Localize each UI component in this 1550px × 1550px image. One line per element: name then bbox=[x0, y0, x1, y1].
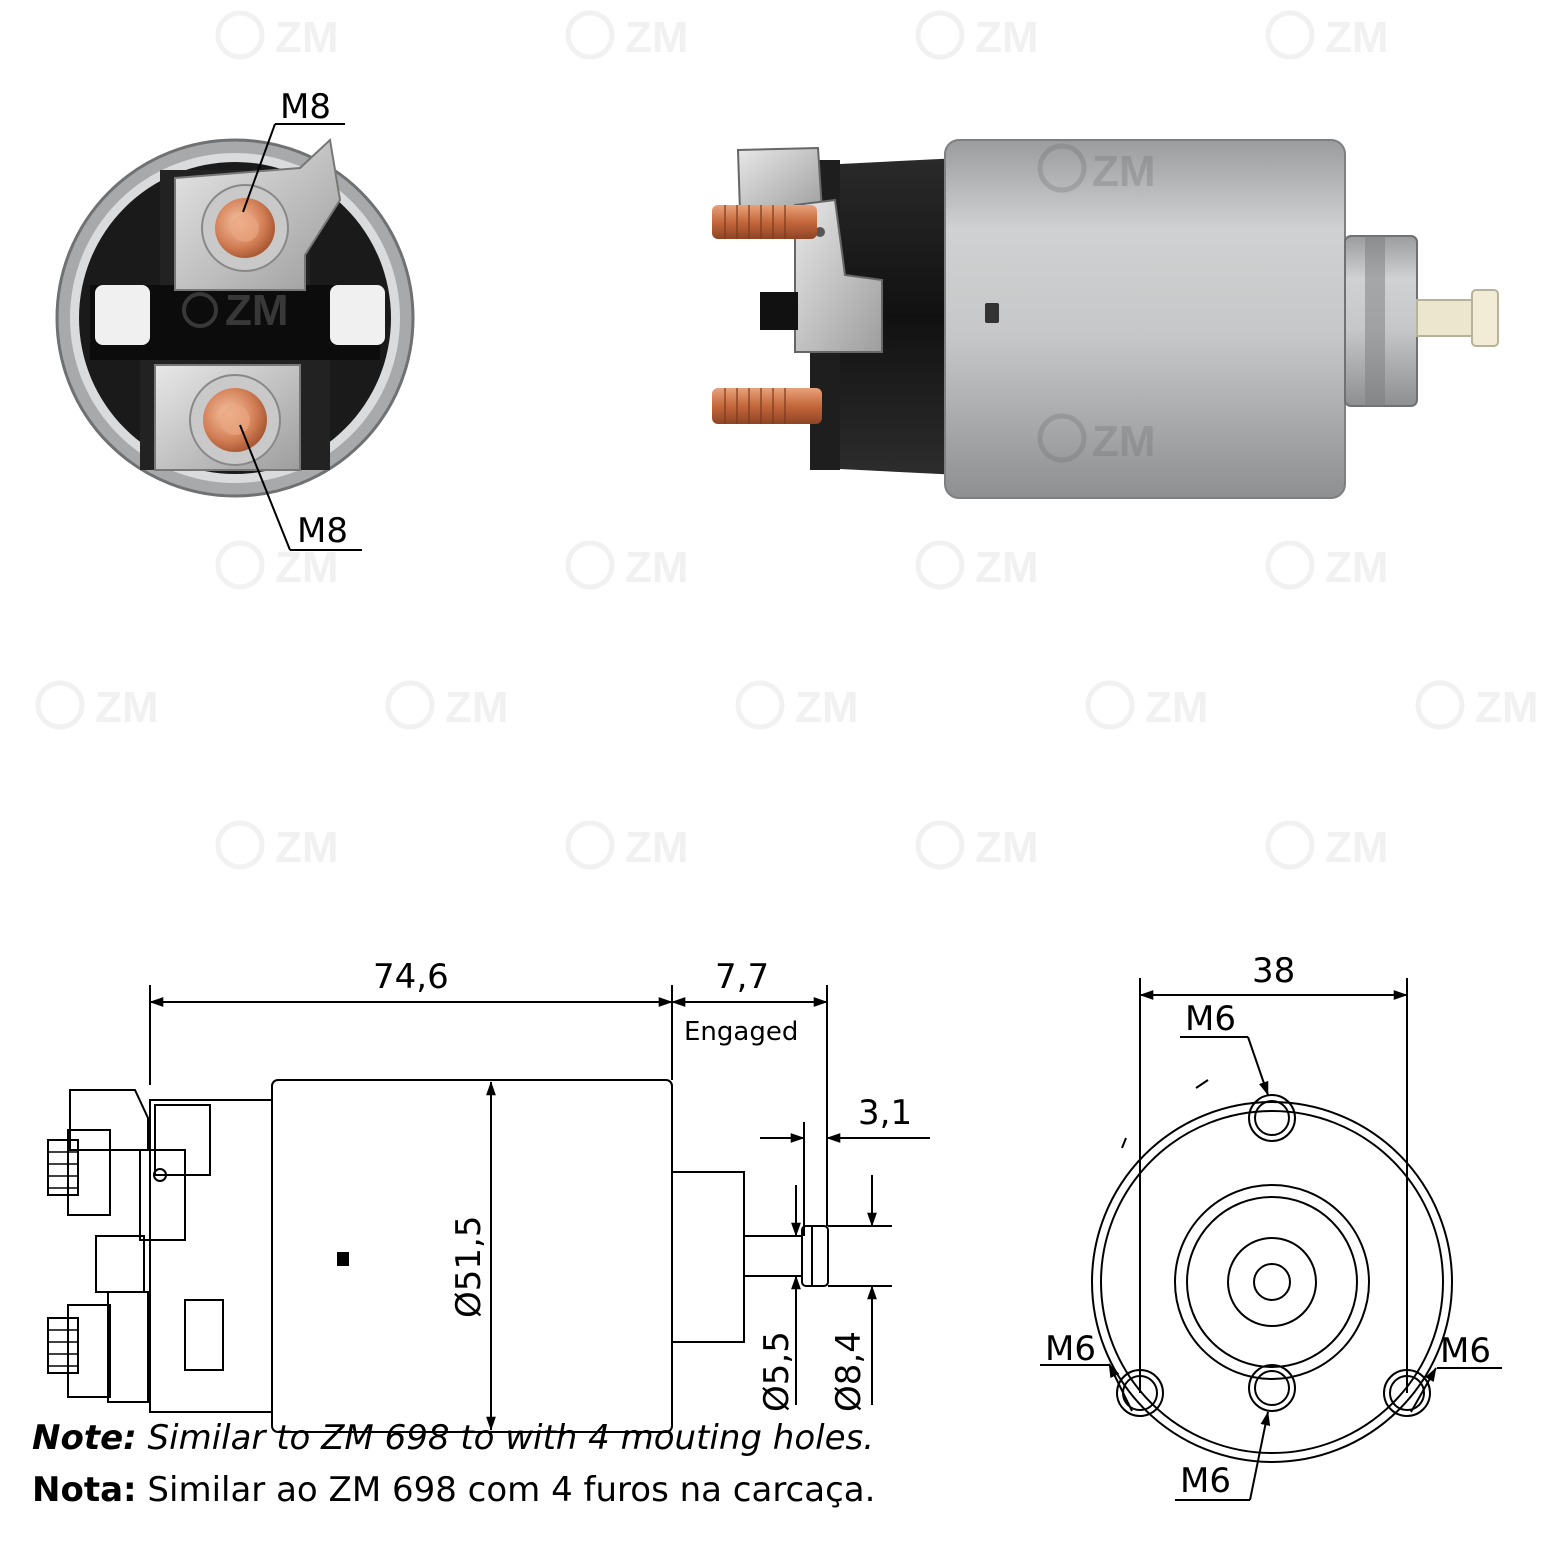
svg-text:ZM: ZM bbox=[275, 543, 339, 592]
svg-text:ZM: ZM bbox=[1325, 13, 1389, 62]
plunger-step-label: 3,1 bbox=[858, 1093, 912, 1133]
note-english: Note: Similar to ZM 698 to with 4 moutin… bbox=[32, 1418, 874, 1458]
svg-text:ZM: ZM bbox=[275, 823, 339, 872]
svg-text:ZM: ZM bbox=[225, 286, 289, 335]
watermark-logo: ZM bbox=[915, 820, 1039, 872]
front-top-terminal-callout: M8 bbox=[242, 87, 345, 213]
drawing-plunger-pin bbox=[743, 1235, 803, 1277]
end-hub bbox=[1227, 1237, 1317, 1327]
watermark-logo: ZM bbox=[215, 10, 339, 62]
bottom-terminal bbox=[154, 364, 301, 471]
drawing-plunger-tip bbox=[801, 1225, 829, 1287]
svg-text:ZM: ZM bbox=[1475, 683, 1539, 732]
dimension-travel: 7,7 Engaged bbox=[671, 957, 828, 1226]
front-view-photo: ZM bbox=[55, 137, 415, 498]
note-english-prefix: Note: bbox=[32, 1418, 137, 1458]
hole-label-left: M6 bbox=[1045, 1329, 1096, 1369]
end-outer-rim bbox=[1100, 1110, 1444, 1454]
svg-text:ZM: ZM bbox=[1092, 147, 1156, 196]
svg-text:ZM: ZM bbox=[1325, 823, 1389, 872]
pin-diameter-label: Ø5,5 bbox=[757, 1331, 797, 1412]
svg-text:ZM: ZM bbox=[625, 543, 689, 592]
dimension-length: 74,6 bbox=[149, 957, 673, 1085]
watermark-logo: ZM bbox=[915, 10, 1039, 62]
watermark-logo: ZM bbox=[1265, 820, 1389, 872]
front-top-terminal-label: M8 bbox=[280, 87, 331, 127]
svg-text:ZM: ZM bbox=[975, 823, 1039, 872]
watermark-logo: ZM bbox=[1265, 540, 1389, 592]
hole-label-right: M6 bbox=[1440, 1331, 1491, 1371]
front-bottom-terminal-callout: M8 bbox=[239, 424, 362, 551]
mounting-hole-bottom bbox=[1248, 1364, 1296, 1412]
hole-callout-left: M6 bbox=[1040, 1329, 1133, 1412]
hole-spacing-label: 38 bbox=[1252, 951, 1295, 991]
watermark-logo: ZM bbox=[735, 680, 859, 732]
note-portuguese-text: Similar ao ZM 698 com 4 furos na carcaça… bbox=[136, 1470, 876, 1510]
front-bottom-terminal-label: M8 bbox=[297, 511, 348, 551]
note-portuguese-prefix: Nota: bbox=[32, 1470, 137, 1510]
dimension-tip-diameter: Ø8,4 bbox=[828, 1175, 892, 1412]
end-boss-outer bbox=[1174, 1184, 1370, 1380]
watermark-logo: ZM bbox=[1415, 680, 1539, 732]
dimension-hole-spacing: 38 bbox=[1139, 951, 1408, 1393]
svg-text:ZM: ZM bbox=[275, 13, 339, 62]
svg-text:ZM: ZM bbox=[1325, 543, 1389, 592]
svg-text:ZM: ZM bbox=[625, 823, 689, 872]
watermark-logo: ZM bbox=[915, 540, 1039, 592]
svg-text:ZM: ZM bbox=[1092, 417, 1156, 466]
body-diameter-label: Ø51,5 bbox=[449, 1216, 489, 1318]
side-technical-drawing bbox=[47, 1079, 829, 1433]
end-view-drawing bbox=[1091, 1079, 1453, 1463]
svg-text:ZM: ZM bbox=[1145, 683, 1209, 732]
svg-text:ZM: ZM bbox=[795, 683, 859, 732]
length-label: 74,6 bbox=[373, 957, 449, 997]
watermark-pattern: ZM ZM ZM ZM ZM ZM ZM ZM bbox=[35, 10, 1539, 872]
dimension-pin-diameter: Ø5,5 bbox=[757, 1185, 801, 1412]
side-view-photo: ZM ZM bbox=[712, 139, 1499, 499]
watermark-logo: ZM bbox=[215, 820, 339, 872]
end-boss-inner bbox=[1186, 1196, 1358, 1368]
svg-text:ZM: ZM bbox=[975, 543, 1039, 592]
hole-label-top: M6 bbox=[1185, 999, 1236, 1039]
travel-label: 7,7 bbox=[715, 957, 769, 997]
bottom-stud bbox=[712, 388, 822, 424]
hole-callout-right: M6 bbox=[1410, 1331, 1502, 1413]
travel-state-label: Engaged bbox=[684, 1017, 798, 1047]
top-terminal bbox=[174, 137, 342, 291]
watermark-logo: ZM bbox=[385, 680, 509, 732]
watermark-logo: ZM bbox=[565, 10, 689, 62]
note-english-text: Similar to ZM 698 to with 4 mouting hole… bbox=[136, 1418, 875, 1458]
svg-text:ZM: ZM bbox=[95, 683, 159, 732]
watermark-logo: ZM bbox=[565, 820, 689, 872]
dimension-plunger-step: 3,1 bbox=[760, 1093, 930, 1236]
watermark-logo: ZM bbox=[215, 540, 339, 592]
svg-text:ZM: ZM bbox=[625, 13, 689, 62]
svg-text:ZM: ZM bbox=[445, 683, 509, 732]
dimension-body-diameter: Ø51,5 bbox=[449, 1081, 496, 1431]
note-portuguese: Nota: Similar ao ZM 698 com 4 furos na c… bbox=[32, 1470, 875, 1510]
watermark-logo: ZM bbox=[1265, 10, 1389, 62]
tip-diameter-label: Ø8,4 bbox=[829, 1331, 869, 1412]
svg-text:ZM: ZM bbox=[975, 13, 1039, 62]
mounting-hole-top bbox=[1248, 1094, 1296, 1142]
top-stud bbox=[712, 205, 817, 239]
end-bore bbox=[1253, 1263, 1291, 1301]
hole-label-bottom: M6 bbox=[1180, 1461, 1231, 1501]
hole-callout-bottom: M6 bbox=[1175, 1411, 1271, 1501]
watermark-logo: ZM bbox=[35, 680, 159, 732]
watermark-logo: ZM bbox=[565, 540, 689, 592]
watermark-logo: ZM bbox=[1085, 680, 1209, 732]
drawing-boss bbox=[671, 1171, 745, 1343]
hole-callout-top: M6 bbox=[1180, 999, 1269, 1096]
